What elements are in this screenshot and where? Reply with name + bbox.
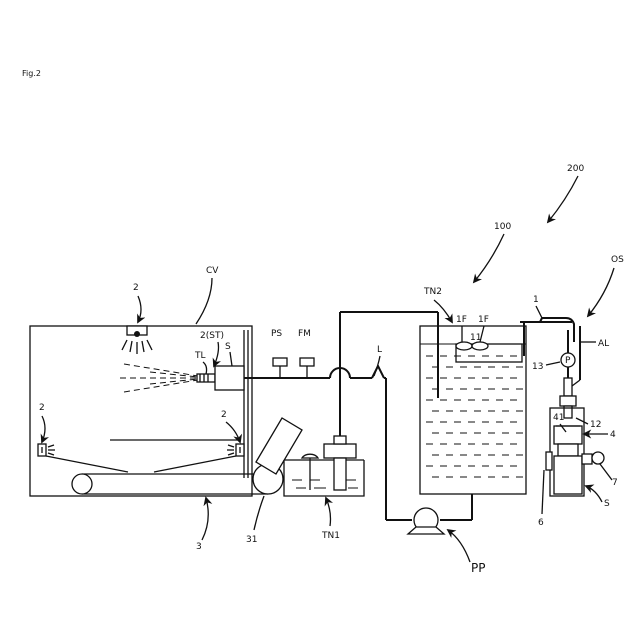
conveyor-belt <box>72 418 302 494</box>
supply-line-os <box>520 318 580 418</box>
top-nozzle <box>122 326 152 354</box>
label-41: 41 <box>553 413 564 423</box>
label-pp: PP <box>471 561 485 575</box>
label-3: 3 <box>196 542 202 552</box>
label-cv: CV <box>206 266 219 276</box>
label-s: S <box>225 342 231 352</box>
label-1: 1 <box>533 295 539 305</box>
label-7: 7 <box>612 478 618 488</box>
label-left-nozzle: 2 <box>39 403 45 413</box>
figure-title: Fig.2 <box>22 69 41 78</box>
guide-right <box>154 456 236 472</box>
label-fm: FM <box>298 329 311 339</box>
label-p: P <box>565 356 571 366</box>
label-top-nozzle: 2 <box>133 283 139 293</box>
label-right-nozzle: 2 <box>221 410 227 420</box>
label-11: 11 <box>470 333 481 343</box>
label-l: L <box>377 345 382 355</box>
pressure-sensor <box>273 358 287 366</box>
label-tn1: TN1 <box>321 531 340 541</box>
guide-left <box>46 456 128 472</box>
label-200: 200 <box>567 164 584 174</box>
labels: 200 100 OS CV TN2 1 2 2(ST) TL S PS FM L <box>39 164 624 575</box>
label-os: OS <box>611 255 624 265</box>
label-1f-a: 1F <box>456 315 467 325</box>
label-2st: 2(ST) <box>200 331 224 341</box>
label-4: 4 <box>610 430 616 440</box>
label-31: 31 <box>246 535 257 545</box>
spray-nozzle-st <box>120 364 244 392</box>
label-6: 6 <box>538 518 544 528</box>
right-nozzle <box>227 444 244 456</box>
label-13: 13 <box>532 362 543 372</box>
label-ps: PS <box>271 329 282 339</box>
label-tn2: TN2 <box>423 287 442 297</box>
label-unit-s: S <box>604 499 610 509</box>
label-12: 12 <box>590 420 601 430</box>
label-1f-b: 1F <box>478 315 489 325</box>
label-tl: TL <box>194 351 206 361</box>
label-al: AL <box>598 339 609 349</box>
left-nozzle <box>38 444 55 456</box>
tank-tn2 <box>420 326 526 494</box>
main-pump-pp <box>408 508 444 534</box>
flow-meter <box>300 358 314 366</box>
tank-tn1 <box>284 436 364 496</box>
tank-tn2-water <box>426 356 523 477</box>
label-100: 100 <box>494 222 511 232</box>
